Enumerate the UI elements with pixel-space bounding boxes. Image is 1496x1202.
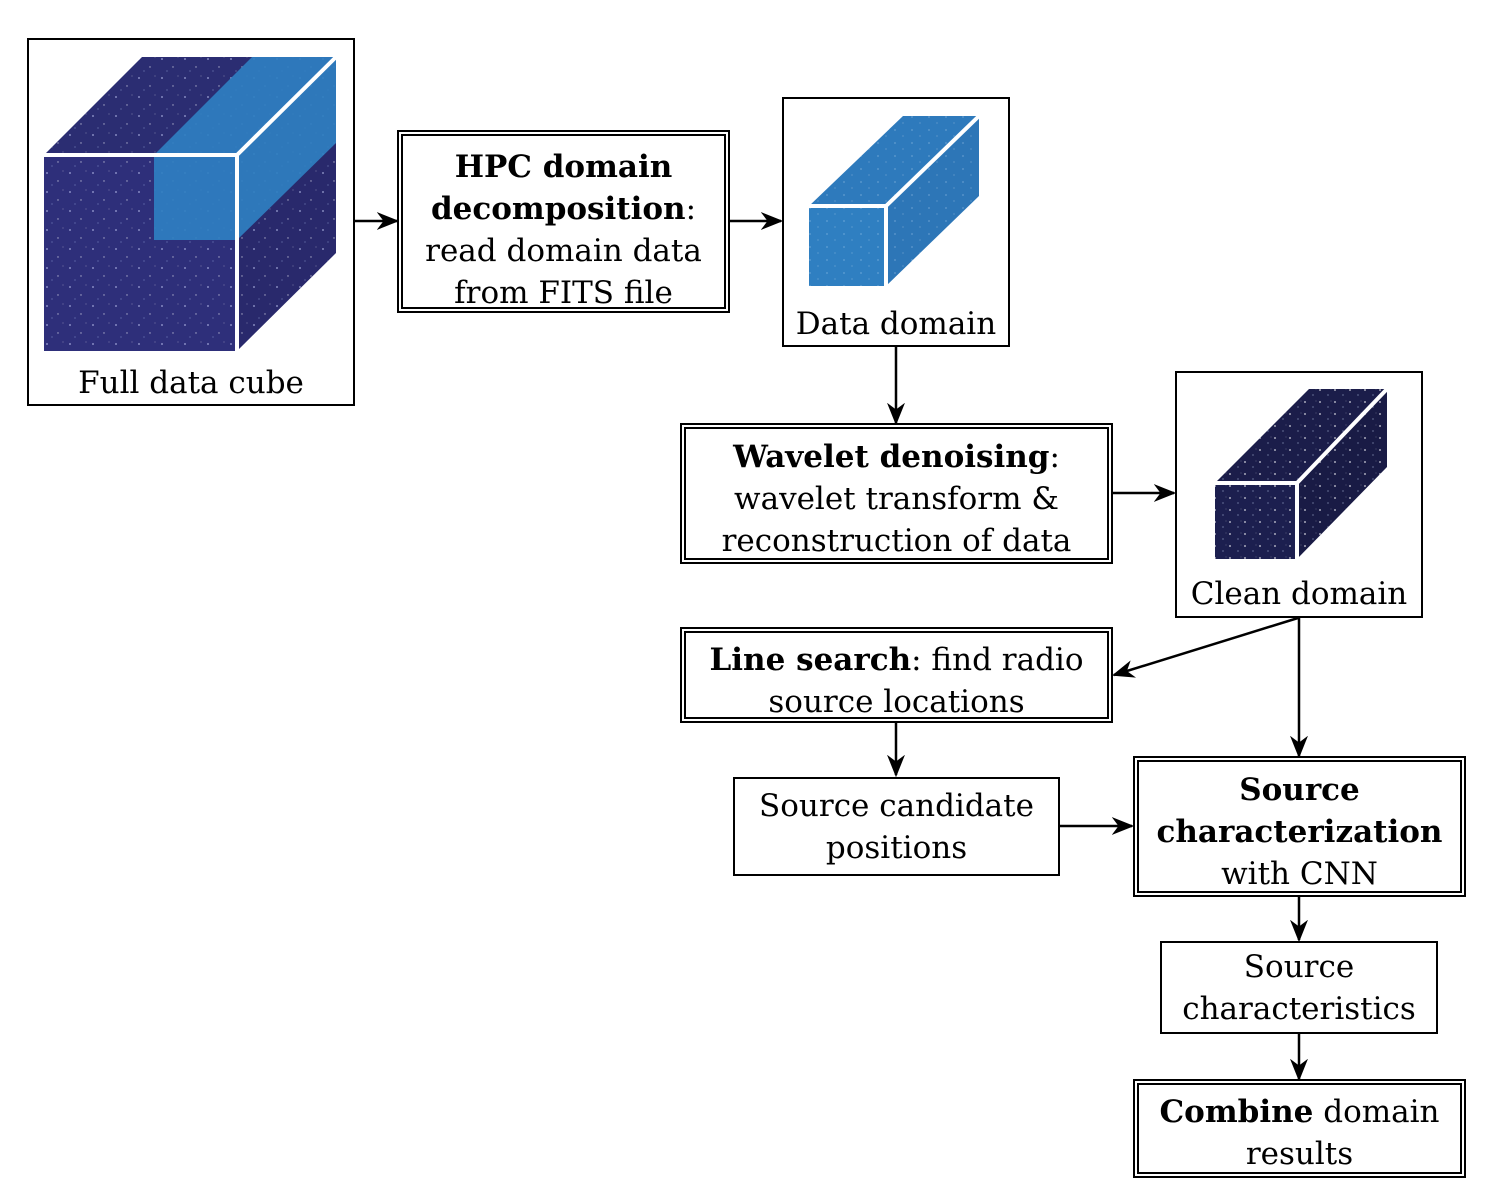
hpc-decomposition-node: HPC domain decomposition: read domain da…	[397, 130, 730, 313]
domain-highlight	[154, 57, 336, 155]
wavelet-line3: reconstruction of data	[721, 523, 1072, 559]
edge-clean-to-line-search	[1111, 616, 1299, 678]
data-domain-node: Data domain	[782, 97, 1010, 347]
characterization-title-line1: Source	[1239, 772, 1360, 808]
hpc-line3: read domain data	[425, 233, 702, 269]
source-candidates-node: Source candidate positions	[733, 777, 1060, 876]
combine-line2: results	[1245, 1136, 1354, 1172]
characteristics-line1: Source	[1243, 949, 1355, 985]
line-search-title: Line search	[709, 642, 912, 678]
clean-domain-image	[1215, 387, 1389, 559]
clean-domain-caption: Clean domain	[1190, 576, 1408, 612]
wavelet-denoising-node: Wavelet denoising: wavelet transform & r…	[680, 423, 1113, 564]
hpc-line4: from FITS file	[454, 275, 673, 311]
wavelet-title: Wavelet denoising	[733, 439, 1050, 475]
characterization-line3: with CNN	[1221, 856, 1378, 892]
hpc-title-line2: decomposition	[430, 191, 686, 227]
candidates-line1: Source candidate	[759, 788, 1034, 824]
data-domain-image	[809, 114, 981, 286]
candidates-line2: positions	[825, 830, 968, 866]
line-search-rest: find radio	[921, 642, 1084, 678]
combine-results-node: Combine domain results	[1133, 1079, 1466, 1178]
line-search-colon: :	[911, 642, 922, 678]
wavelet-colon: :	[1049, 439, 1060, 475]
full-data-cube-node: Full data cube	[27, 38, 355, 406]
hpc-title-line1: HPC domain	[454, 149, 673, 185]
full-data-cube-caption: Full data cube	[78, 365, 304, 401]
combine-rest: domain	[1313, 1094, 1440, 1130]
line-search-node: Line search: find radio source locations	[680, 627, 1113, 723]
line-search-line2: source locations	[768, 684, 1025, 720]
combine-title: Combine	[1159, 1094, 1314, 1130]
data-domain-caption: Data domain	[795, 306, 997, 342]
wavelet-line2: wavelet transform &	[734, 481, 1059, 517]
hpc-colon: :	[685, 191, 697, 227]
full-data-cube-image	[44, 55, 338, 351]
characteristics-line2: characteristics	[1182, 991, 1416, 1027]
clean-domain-node: Clean domain	[1175, 371, 1423, 618]
source-characterization-node: Source characterization with CNN	[1133, 756, 1466, 897]
characterization-title-line2: characterization	[1156, 814, 1443, 850]
source-characteristics-node: Source characteristics	[1160, 941, 1438, 1034]
